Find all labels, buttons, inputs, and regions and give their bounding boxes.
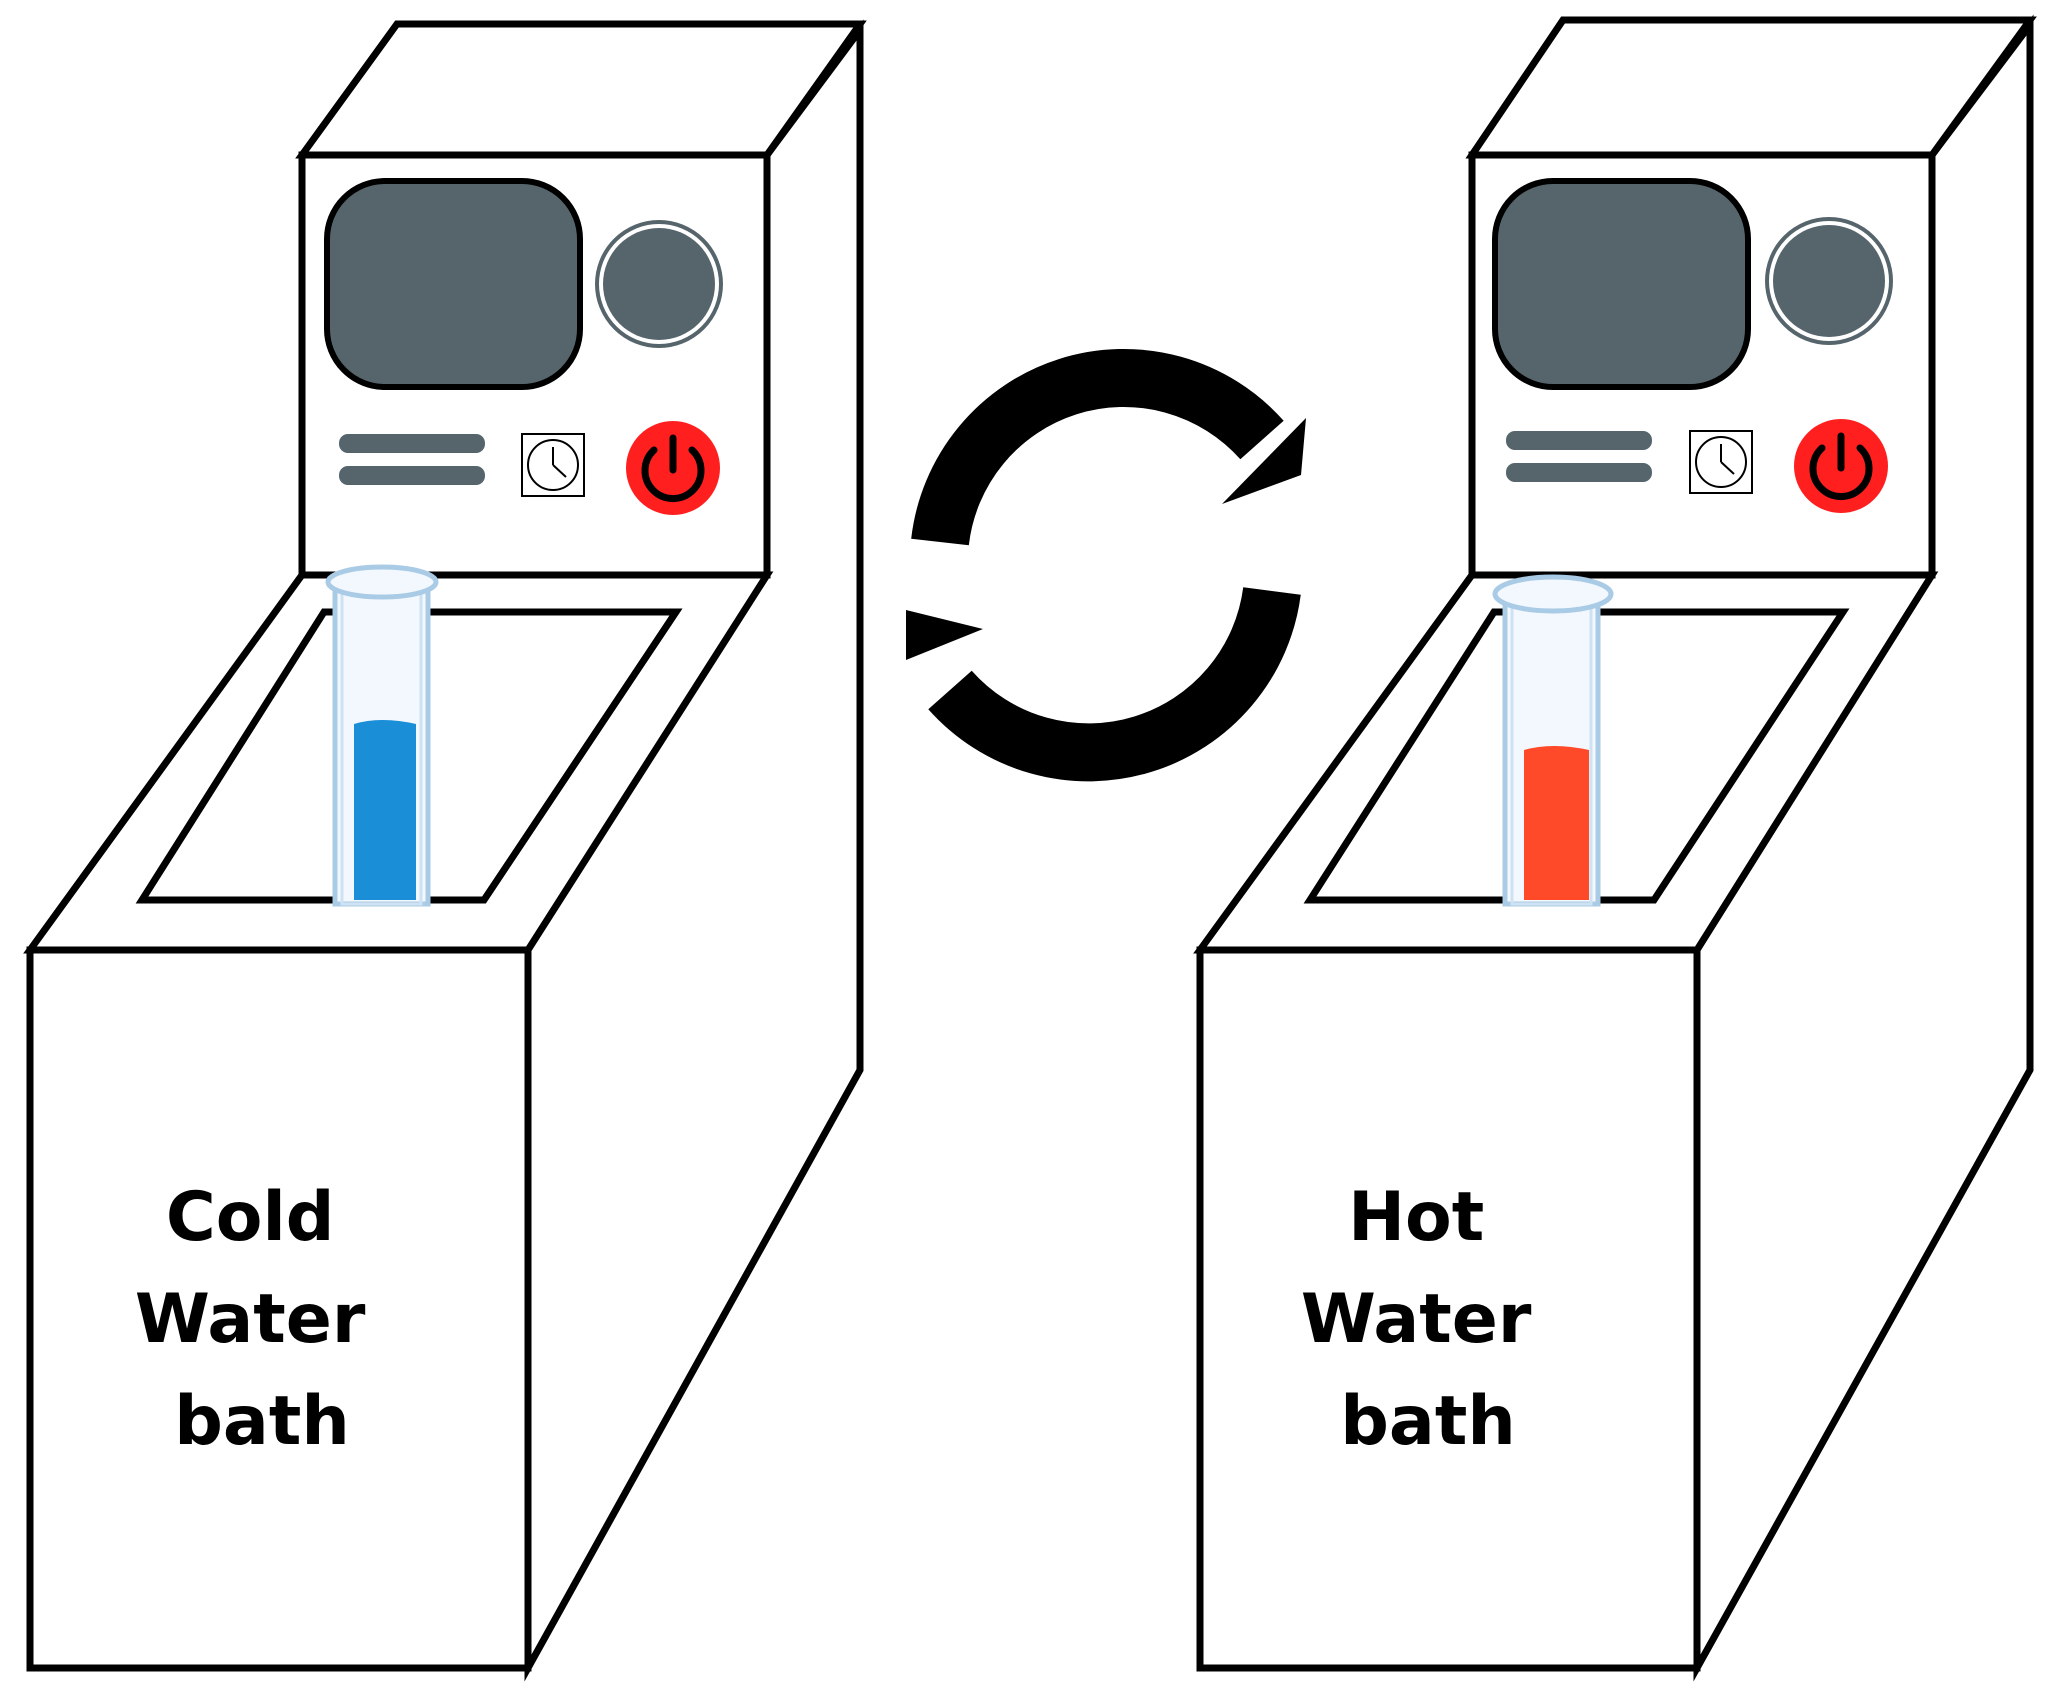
cold-label-line-3: bath xyxy=(174,1382,349,1461)
hot-bath-label: Hot Water bath xyxy=(1301,1178,1555,1461)
power-icon xyxy=(1794,419,1888,513)
cycle-arrows-icon xyxy=(906,349,1306,782)
hot-liquid xyxy=(1524,746,1589,900)
hot-label-line-2: Water xyxy=(1301,1280,1532,1359)
hot-bath-front xyxy=(1196,946,1701,1672)
cold-label-line-1: Cold xyxy=(166,1178,335,1257)
hot-label-line-1: Hot xyxy=(1348,1178,1484,1257)
slider-bars-icon xyxy=(339,466,485,485)
dial-knob-face xyxy=(603,228,715,340)
test-tube xyxy=(1492,574,1614,907)
cold-liquid xyxy=(354,720,416,900)
test-tube xyxy=(325,564,439,907)
slider-bars-icon xyxy=(1506,431,1652,450)
slider-bars-icon xyxy=(339,434,485,453)
power-icon xyxy=(626,421,720,515)
dial-knob-face xyxy=(1773,225,1885,337)
clock-icon xyxy=(1689,430,1753,494)
cold-bath-front xyxy=(26,946,532,1672)
cold-bath-panel-top xyxy=(295,20,867,159)
hot-label-line-3: bath xyxy=(1340,1382,1515,1461)
display-screen xyxy=(1492,178,1751,390)
cold-water-bath: Cold Water bath xyxy=(23,19,867,1682)
hot-water-bath: Hot Water bath xyxy=(1193,14,2037,1682)
cold-label-line-2: Water xyxy=(135,1280,366,1359)
display-screen xyxy=(324,178,583,390)
clock-icon xyxy=(521,433,585,497)
hot-bath-panel-top xyxy=(1465,16,2037,159)
slider-bars-icon xyxy=(1506,463,1652,482)
cold-bath-label: Cold Water bath xyxy=(135,1178,389,1461)
